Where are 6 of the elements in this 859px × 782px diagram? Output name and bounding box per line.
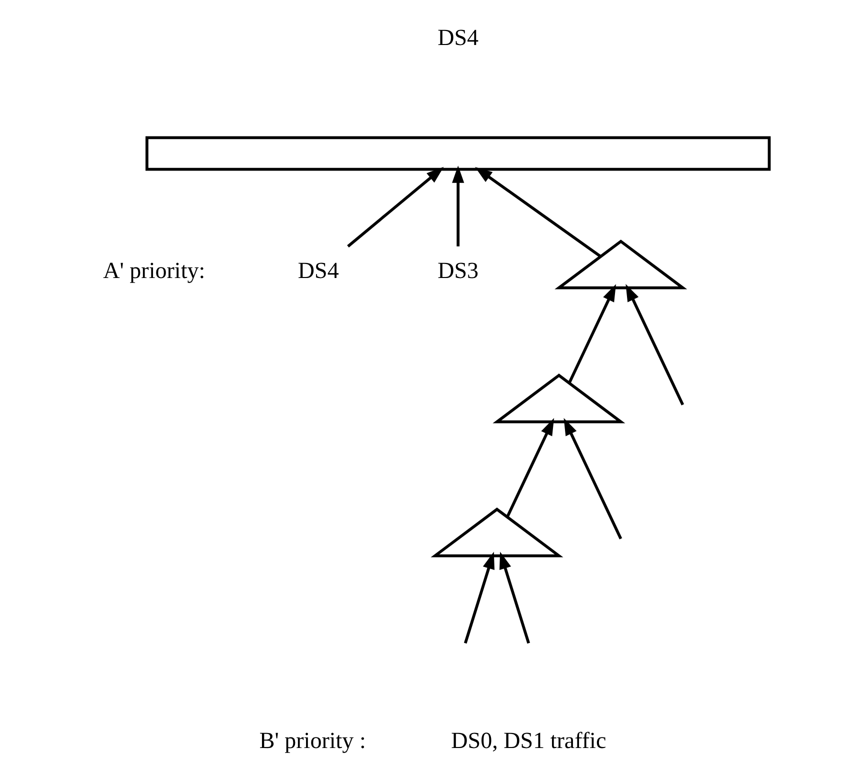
node-text: DS3 bbox=[437, 256, 478, 283]
label: DS4 bbox=[437, 24, 478, 50]
label: DS0, DS1 traffic bbox=[450, 726, 606, 753]
node-text: DS4 bbox=[297, 256, 338, 283]
label: A' priority: bbox=[102, 256, 205, 283]
label: B' priority : bbox=[258, 726, 366, 753]
